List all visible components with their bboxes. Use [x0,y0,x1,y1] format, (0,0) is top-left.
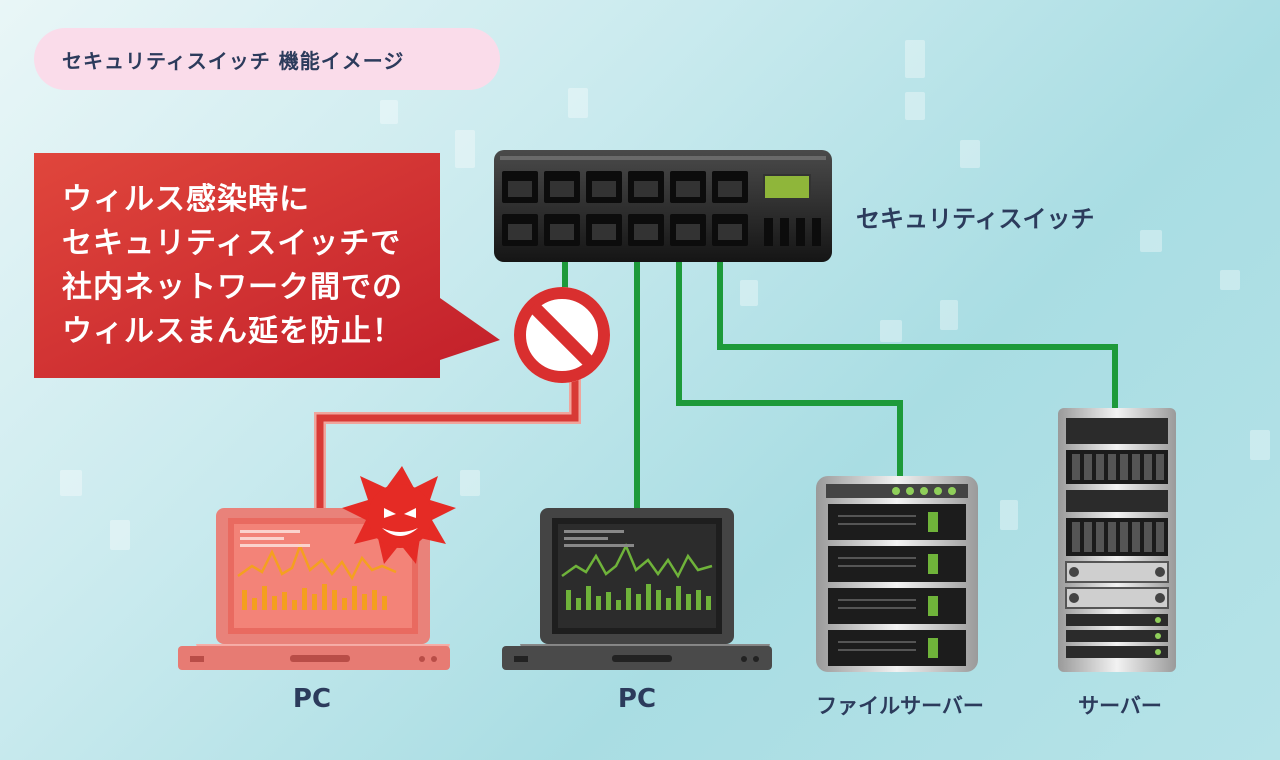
security-switch [494,150,832,262]
virus-icon [342,466,456,564]
switch-label: セキュリティスイッチ [856,205,1095,233]
pc-infected-label: PC [292,684,332,714]
switch-display [763,174,811,200]
link-server [717,262,1118,410]
link-file-server [676,262,903,480]
laptop [502,508,772,670]
server-label: サーバー [1078,694,1162,718]
page-title: セキュリティスイッチ 機能イメージ [62,48,405,73]
callout-line: ウィルスまん延を防止！ [62,314,403,349]
title-badge: セキュリティスイッチ 機能イメージ [34,28,500,90]
file-server [816,476,978,672]
callout-line: セキュリティスイッチで [62,226,402,261]
file-server-label: ファイルサーバー [816,694,984,718]
no-entry-icon [514,287,610,383]
callout-line: 社内ネットワーク間での [62,270,403,305]
warning-callout-text: ウィルス感染時に セキュリティスイッチで 社内ネットワーク間での ウィルスまん延… [62,178,432,354]
rack-server [1058,408,1176,672]
switch-ports [502,171,748,246]
warning-callout [34,153,500,378]
laptop-infected [178,508,450,670]
callout-line: ウィルス感染時に [62,182,310,217]
pc-label: PC [617,684,657,714]
